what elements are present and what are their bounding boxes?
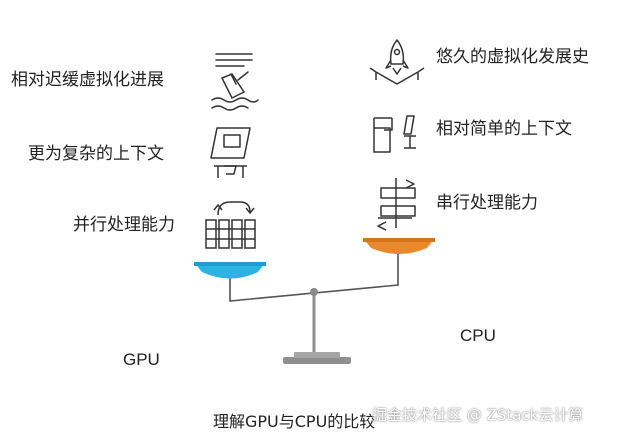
label-slow-virtualization-progress: 相对迟缓虚拟化进展 — [11, 70, 164, 90]
serial-process-icon — [377, 178, 416, 231]
label-serial-processing: 串行处理能力 — [436, 193, 538, 213]
cpu-pan — [363, 238, 435, 254]
sinking-ship-icon — [211, 53, 259, 111]
drafting-desk-icon — [210, 127, 251, 178]
rocket-launch-icon — [369, 39, 425, 85]
watermark-text: 掘金技术社区 @ ZStack云计算 — [372, 406, 584, 424]
gpu-label: GPU — [123, 350, 160, 369]
scale-base — [283, 352, 351, 364]
label-complex-context: 更为复杂的上下文 — [28, 144, 164, 164]
desk-chair-icon — [373, 115, 416, 153]
diagram-title: 理解GPU与CPU的比较 — [213, 412, 376, 431]
label-long-virtualization-history: 悠久的虚拟化发展史 — [436, 47, 589, 67]
cpu-label: CPU — [460, 326, 496, 345]
gpu-pan — [194, 262, 266, 279]
label-simple-context: 相对简单的上下文 — [436, 119, 572, 139]
parallel-grid-icon — [205, 201, 256, 249]
label-parallel-processing: 并行处理能力 — [73, 215, 175, 235]
scale-pivot — [310, 288, 318, 296]
